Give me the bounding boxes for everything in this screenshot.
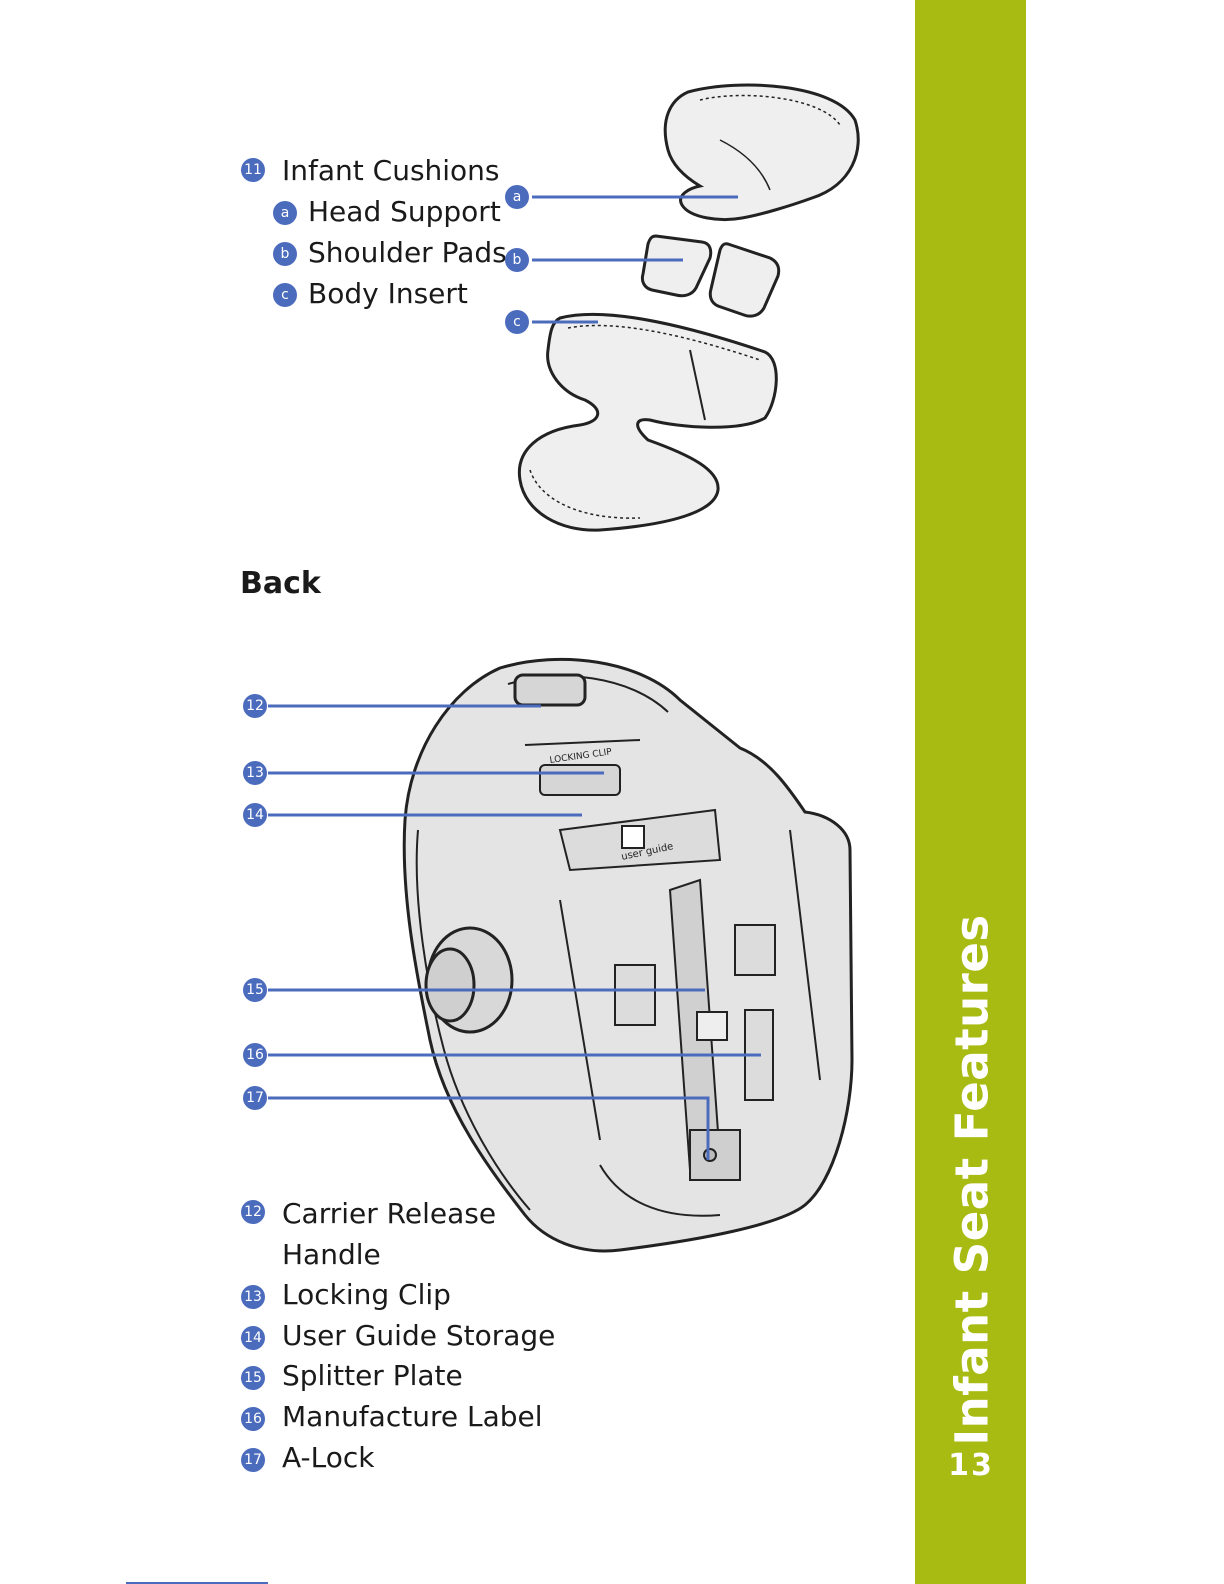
item-badge-13: 13 [241,1285,265,1309]
callout-badge-17: 17 [243,1086,267,1110]
item-badge-17: 17 [241,1448,265,1472]
body-insert-label: Body Insert [308,277,468,310]
infant-cushions-label: Infant Cushions [282,154,500,187]
carrier-release-label-line2: Handle [282,1238,381,1271]
callout-badge-14: 14 [243,803,267,827]
item-badge-12: 12 [241,1200,265,1224]
callout-badge-12: 12 [243,694,267,718]
body-insert-illustration [519,314,776,530]
item-badge-c: c [273,283,297,307]
item-badge-15: 15 [241,1366,265,1390]
manufacture-label-label: Manufacture Label [282,1400,543,1433]
shoulder-pads-illustration [642,236,778,316]
callout-badge-b: b [505,248,529,272]
item-badge-a: a [273,201,297,225]
callout-badge-15: 15 [243,978,267,1002]
callout-badge-13: 13 [243,761,267,785]
item-badge-b: b [273,242,297,266]
locking-clip-label: Locking Clip [282,1278,451,1311]
item-badge-14: 14 [241,1326,265,1350]
back-section-title: Back [240,566,321,601]
shoulder-pads-label: Shoulder Pads [308,236,507,269]
user-guide-storage-label: User Guide Storage [282,1319,555,1352]
a-lock-label: A-Lock [282,1441,375,1474]
callout-badge-c: c [505,310,529,334]
head-support-label: Head Support [308,195,501,228]
callout-badge-16: 16 [243,1043,267,1067]
carrier-release-label: Carrier Release [282,1197,496,1230]
item-number-badge-11: 11 [241,158,265,182]
splitter-plate-label: Splitter Plate [282,1359,463,1392]
item-badge-16: 16 [241,1407,265,1431]
callout-badge-a: a [505,185,529,209]
head-support-illustration [665,85,858,219]
seat-back-illustration [404,659,852,1251]
